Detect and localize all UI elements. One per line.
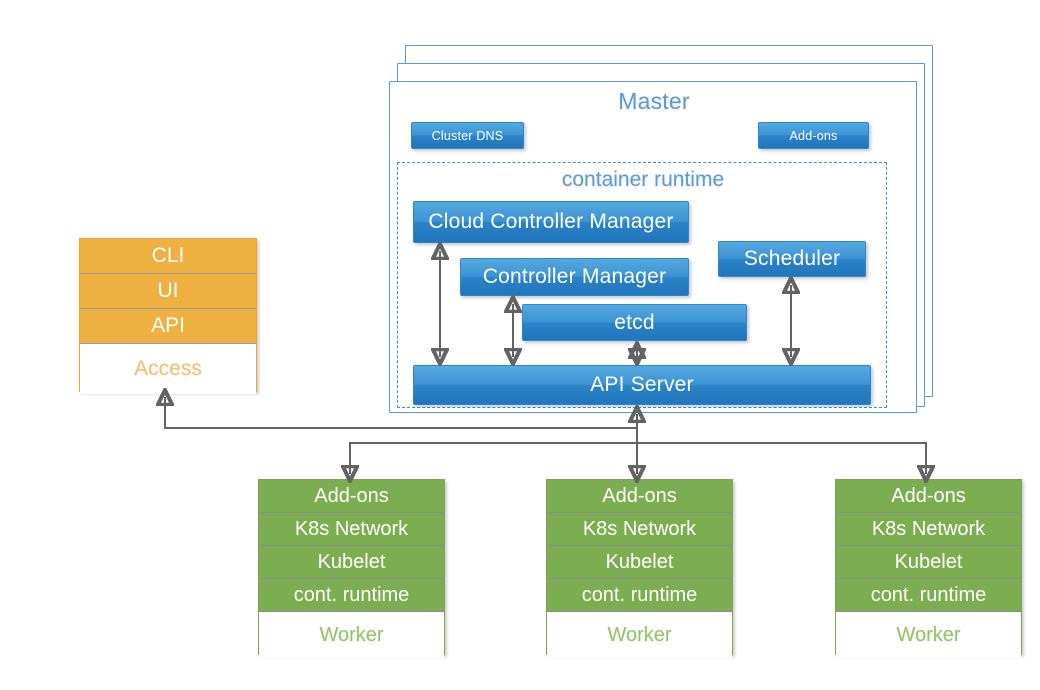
wire-apiserver-worker3 — [637, 442, 926, 474]
master-add-ons-box[interactable]: Add-ons — [758, 122, 869, 149]
controller-manager-box[interactable]: Controller Manager — [460, 258, 689, 296]
worker-1-layer-add-ons[interactable]: Add-ons — [259, 480, 444, 513]
worker-3-footer-label: Worker — [836, 612, 1021, 658]
cluster-dns-box[interactable]: Cluster DNS — [411, 122, 524, 149]
worker-2-layer-cont-runtime[interactable]: cont. runtime — [547, 579, 732, 612]
worker-node-2[interactable]: Add-ons K8s Network Kubelet cont. runtim… — [546, 479, 733, 658]
worker-3-layer-kubelet[interactable]: Kubelet — [836, 546, 1021, 579]
worker-2-layer-k8s-network[interactable]: K8s Network — [547, 513, 732, 546]
worker-3-layer-k8s-network[interactable]: K8s Network — [836, 513, 1021, 546]
access-item-api[interactable]: API — [80, 309, 256, 344]
worker-1-layer-kubelet[interactable]: Kubelet — [259, 546, 444, 579]
worker-2-footer-label: Worker — [547, 612, 732, 658]
container-runtime-title: container runtime — [561, 168, 725, 191]
worker-2-layer-kubelet[interactable]: Kubelet — [547, 546, 732, 579]
worker-1-layer-cont-runtime[interactable]: cont. runtime — [259, 579, 444, 612]
worker-3-layer-cont-runtime[interactable]: cont. runtime — [836, 579, 1021, 612]
access-stack[interactable]: CLI UI API Access — [79, 238, 257, 394]
worker-1-footer-label: Worker — [259, 612, 444, 658]
wire-apiserver-worker1 — [350, 442, 637, 474]
worker-3-layer-add-ons[interactable]: Add-ons — [836, 480, 1021, 513]
access-item-ui[interactable]: UI — [80, 274, 256, 309]
scheduler-box[interactable]: Scheduler — [718, 241, 866, 277]
worker-node-3[interactable]: Add-ons K8s Network Kubelet cont. runtim… — [835, 479, 1022, 658]
master-title: Master — [618, 88, 690, 114]
worker-1-layer-k8s-network[interactable]: K8s Network — [259, 513, 444, 546]
master-panel[interactable]: Master Cluster DNS Add-ons container run… — [389, 81, 917, 413]
etcd-box[interactable]: etcd — [522, 304, 747, 341]
worker-2-layer-add-ons[interactable]: Add-ons — [547, 480, 732, 513]
api-server-box[interactable]: API Server — [413, 365, 871, 405]
cloud-controller-manager-box[interactable]: Cloud Controller Manager — [413, 201, 689, 243]
worker-node-1[interactable]: Add-ons K8s Network Kubelet cont. runtim… — [258, 479, 445, 658]
access-item-cli[interactable]: CLI — [80, 239, 256, 274]
access-footer-label: Access — [80, 344, 256, 394]
